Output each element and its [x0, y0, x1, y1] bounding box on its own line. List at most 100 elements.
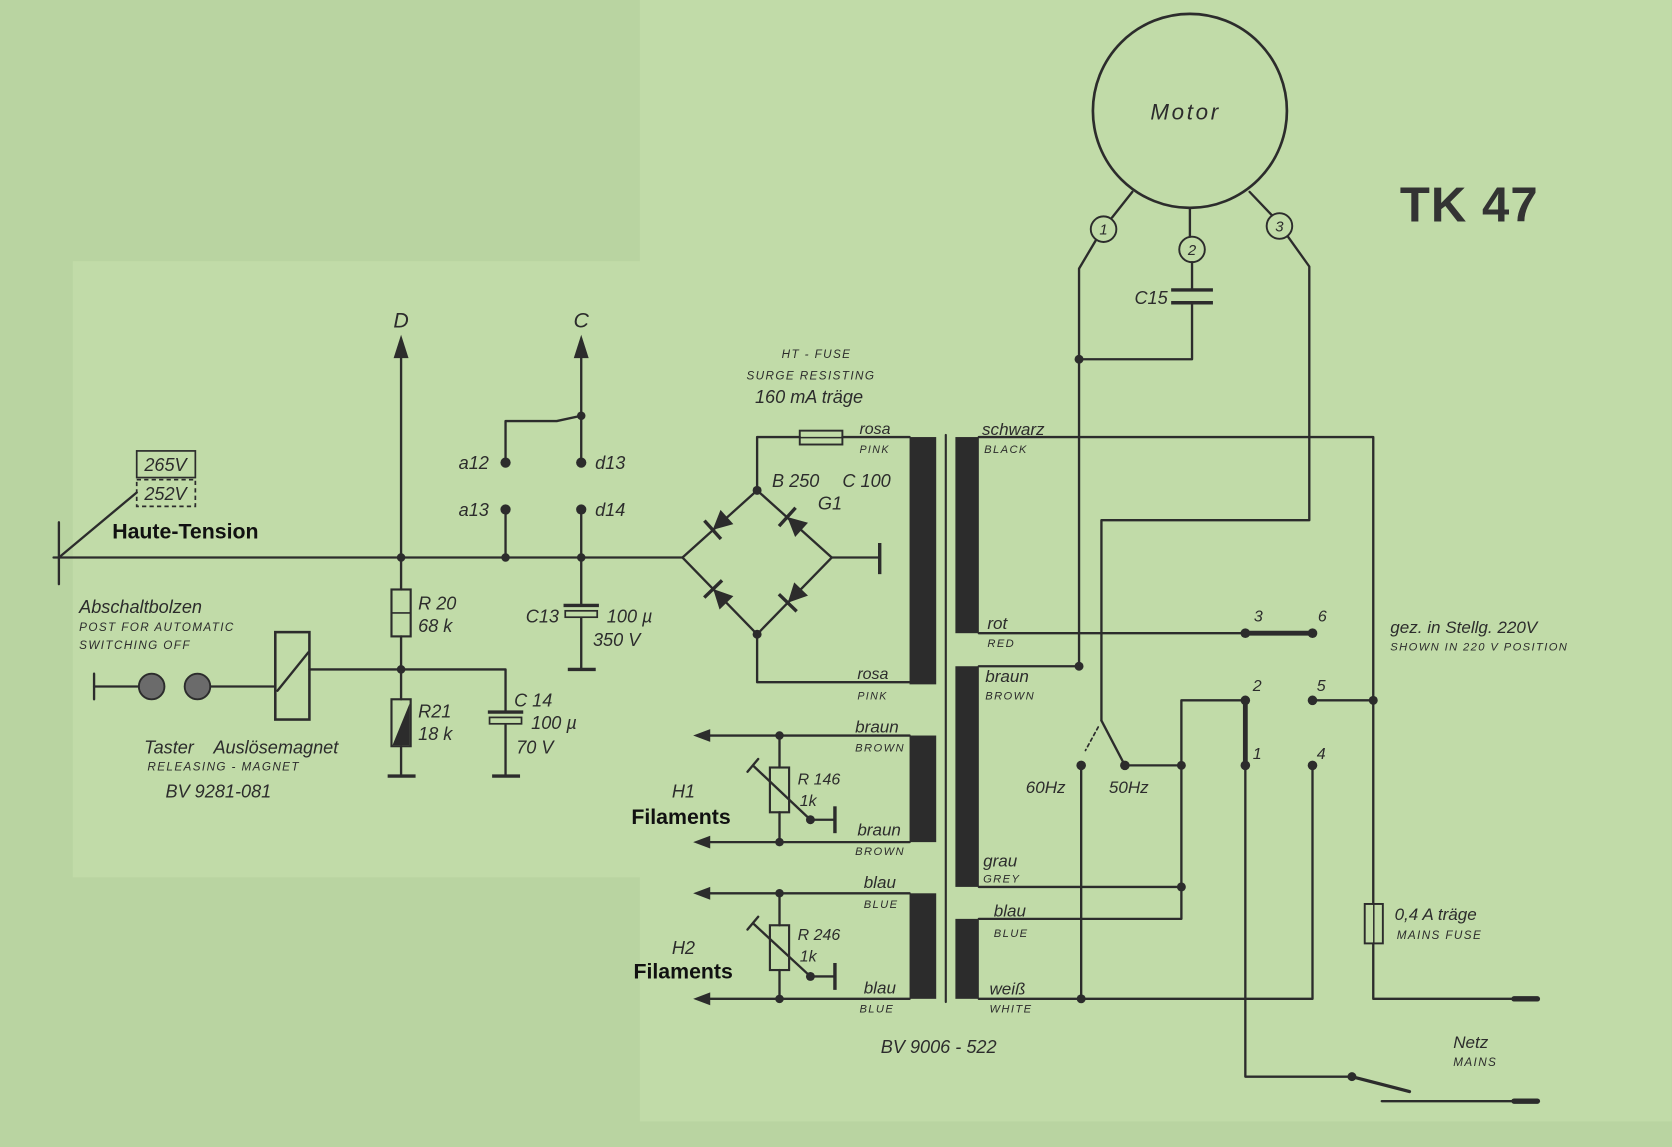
- voltage-switch-note-en: SHOWN IN 220 V POSITION: [1390, 641, 1568, 653]
- diode-bar: [703, 519, 723, 541]
- ht-winding-top-wire: [755, 435, 911, 492]
- switch-terminal-2-label: 2: [1252, 678, 1262, 695]
- ht-winding-bottom-wire: [755, 633, 911, 684]
- d-output-arrow: [393, 334, 409, 359]
- motor-terminal-1-wire: [1077, 238, 1098, 668]
- black-label-en: BLACK: [984, 444, 1028, 456]
- node-brown: [1074, 661, 1084, 671]
- node-c15: [1074, 354, 1084, 364]
- motor-terminal-3-label: 3: [1275, 218, 1284, 235]
- motor-terminal-3: [1265, 212, 1294, 240]
- label-50hz: 50Hz: [1109, 778, 1149, 797]
- primary-winding-bottom: [955, 918, 979, 999]
- button-label: Taster: [144, 738, 195, 758]
- diode-upper-right: [777, 506, 808, 537]
- grey-label-en: GREY: [983, 874, 1020, 886]
- white-label-de: weiß: [990, 980, 1026, 999]
- diode-bar: [777, 592, 798, 613]
- c-output-arrow: [573, 334, 589, 359]
- h1-top-color-de: braun: [855, 717, 899, 736]
- switch-terminal-4-label: 4: [1317, 746, 1326, 763]
- frequency-switch-alt-position: [1084, 726, 1100, 752]
- ht-fuse-rating: 160 mA träge: [755, 387, 863, 407]
- contact-d14: [576, 504, 587, 515]
- page-title: TK 47: [1400, 179, 1539, 233]
- c14-electrolytic-plate: [488, 716, 523, 725]
- filament-h1: R 146 1k braun BROWN braun BROWN H1 Fila…: [631, 717, 911, 858]
- primary-wiring: schwarz BLACK rot RED braun BROWN grau G…: [977, 420, 1568, 1104]
- post-label-en-1: POST FOR AUTOMATIC: [79, 621, 235, 634]
- mains-switch-blade: [1350, 1075, 1412, 1094]
- ht-fuse-label-1: HT - FUSE: [782, 348, 852, 361]
- contact-a13-label: a13: [459, 500, 489, 520]
- contact-a12: [500, 457, 511, 468]
- h2-bottom-arrow: [693, 992, 711, 1006]
- r146-value: 1k: [800, 793, 818, 810]
- r146-potentiometer: [768, 766, 791, 814]
- release-magnet-coil: [274, 630, 311, 721]
- voltage-265-label: 265V: [143, 455, 188, 475]
- filament-h2: R 246 1k blau BLUE blau BLUE H2 Filament…: [633, 873, 911, 1016]
- secondary-winding-ht: [909, 437, 937, 685]
- switch-terminal-5: [1307, 695, 1318, 706]
- h2-top-arrow: [693, 886, 711, 900]
- blue-label-de: blau: [994, 902, 1027, 921]
- ht-section: 265V 252V Haute-Tension D C a12 d13 a13 …: [52, 308, 684, 801]
- mains-label-en: MAINS: [1453, 1056, 1497, 1069]
- h1-top-arrow: [693, 729, 711, 742]
- r21-value: 18 k: [418, 724, 453, 744]
- h1-bottom-arrow: [693, 835, 711, 849]
- transformer: BV 9006 - 522: [881, 433, 997, 1057]
- c13-capacitance: 100 µ: [607, 607, 653, 627]
- r21-fill-wedge: [392, 703, 410, 746]
- motor: Motor 1 2 3 C15 60Hz 50Hz: [1026, 12, 1311, 797]
- contact-a13: [500, 504, 511, 515]
- diode-triangle: [787, 516, 808, 537]
- h1-name: H1: [672, 781, 695, 801]
- switch-terminal-6: [1307, 628, 1318, 638]
- h1-bottom-color-en: BROWN: [855, 846, 905, 858]
- voltage-box-265: [135, 450, 197, 479]
- diode-lower-left: [703, 579, 734, 610]
- grey-label-de: grau: [983, 852, 1018, 871]
- h1-bottom-color-de: braun: [857, 821, 901, 840]
- label-60hz: 60Hz: [1026, 778, 1066, 797]
- motor-terminal-1-label: 1: [1099, 222, 1107, 239]
- rectifier-cap: C 100: [842, 471, 890, 491]
- secondary-winding-h2: [909, 893, 937, 999]
- c14-capacitance: 100 µ: [531, 713, 577, 733]
- white-wire: [977, 764, 1314, 1001]
- diode-upper-left: [703, 509, 734, 541]
- r20-value: 68 k: [418, 616, 453, 636]
- primary-winding-top: [955, 437, 979, 634]
- brown-label-en: BROWN: [985, 690, 1035, 702]
- voltage-selector-wire: [57, 491, 138, 559]
- contact-a12-label: a12: [459, 453, 489, 473]
- h2-top-color-de: blau: [864, 873, 897, 892]
- c14-voltage: 70 V: [516, 738, 555, 758]
- button-contact-right: [183, 672, 212, 701]
- paper-left: [72, 261, 649, 878]
- ht-fuse-label-2: SURGE RESISTING: [746, 369, 875, 382]
- diode-bar: [777, 506, 797, 528]
- diode-triangle: [787, 582, 808, 603]
- ht-top-color-en: PINK: [859, 444, 889, 456]
- r21-name: R21: [418, 701, 451, 721]
- red-label-en: RED: [987, 638, 1015, 650]
- ht-bottom-color-de: rosa: [857, 666, 888, 683]
- black-label-de: schwarz: [982, 420, 1045, 439]
- c13-electrolytic-plate: [564, 609, 599, 619]
- h1-node-top: [775, 731, 784, 740]
- a12-link-wire: [504, 414, 583, 464]
- diode-triangle: [713, 588, 734, 610]
- motor-terminal-2-label: 2: [1187, 242, 1197, 259]
- c13-voltage: 350 V: [593, 630, 642, 650]
- switch-terminal-2: [1240, 695, 1251, 706]
- node-c-junction: [576, 411, 586, 420]
- ht-bottom-color-en: PINK: [857, 690, 887, 702]
- release-magnet-label-en: RELEASING - MAGNET: [147, 761, 300, 774]
- rectifier-type: B 250: [772, 471, 819, 491]
- r246-potentiometer: [768, 924, 791, 972]
- c15-label: C15: [1134, 288, 1168, 308]
